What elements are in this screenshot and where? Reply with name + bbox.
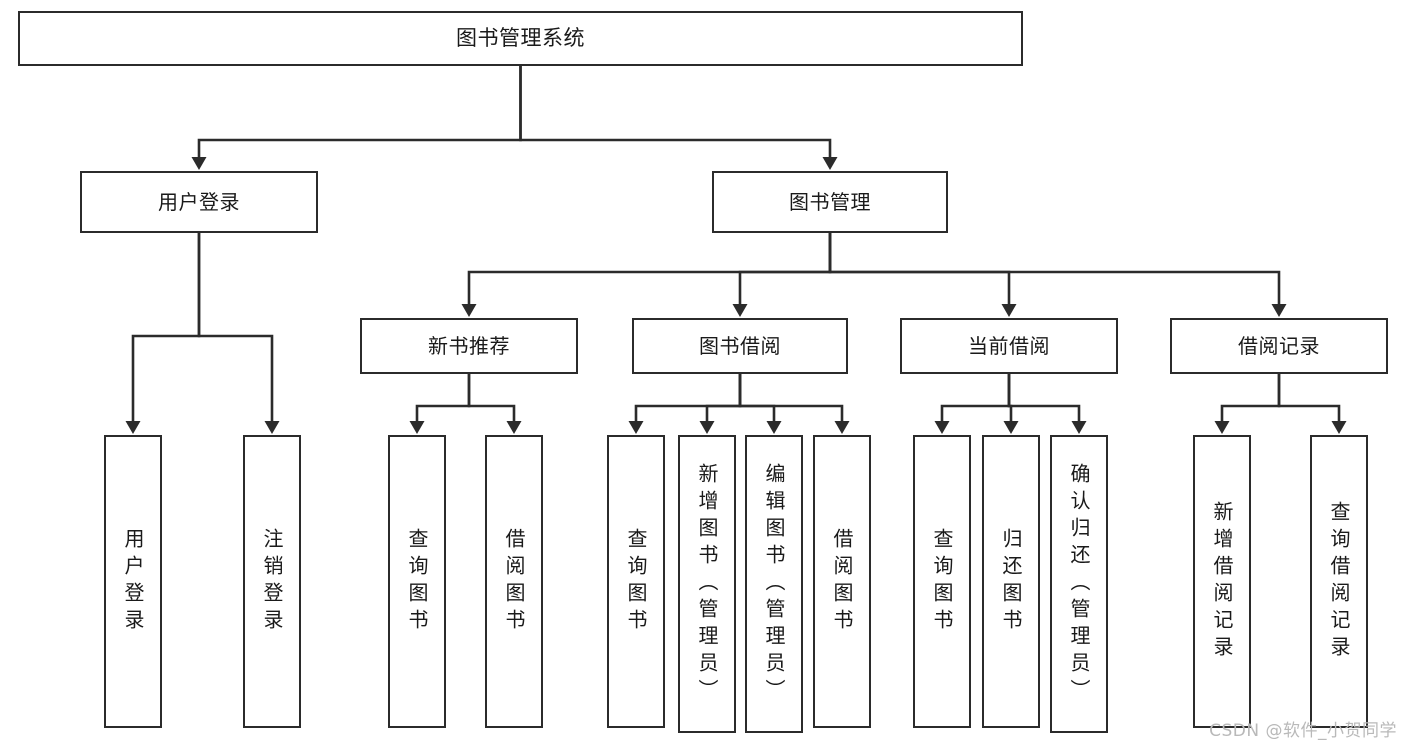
arrowhead-l-addrec [1214,421,1230,434]
connector-bookmgmt-to-borrow [738,233,832,304]
node-label: 查询图书 [930,527,954,636]
connector-borrow-to-l-edit [738,374,776,421]
connector-bookmgmt-to-current [828,233,1011,304]
connector-current-to-l-q3 [940,374,1011,421]
node-label: 新增借阅记录 [1210,500,1234,663]
connector-newbook-to-l-b1 [467,374,516,421]
connector-records-to-l-qrec [1277,374,1341,421]
node-label: 归还图书 [999,527,1023,636]
node-login[interactable]: 用户登录 [80,171,318,233]
arrowhead-l-q2 [628,421,644,434]
arrowhead-l-qrec [1331,421,1347,434]
node-label: 图书借阅 [699,333,781,358]
connector-login-to-l-logout [197,233,274,421]
node-label: 查询图书 [405,527,429,636]
arrowhead-borrow [732,304,748,317]
arrowhead-l-userlogin [125,421,141,434]
connector-bookmgmt-to-newbook [467,233,832,304]
arrowhead-newbook [461,304,477,317]
connector-newbook-to-l-q1 [415,374,471,421]
arrowhead-l-logout [264,421,280,434]
node-label: 注销登录 [260,527,284,636]
node-l-qrec[interactable]: 查询借阅记录 [1310,435,1368,728]
node-label: 查询借阅记录 [1327,500,1351,663]
node-l-logout[interactable]: 注销登录 [243,435,301,728]
node-l-q1[interactable]: 查询图书 [388,435,446,728]
node-label: 当前借阅 [968,333,1050,358]
node-label: 图书管理 [789,189,871,214]
arrowhead-records [1271,304,1287,317]
node-label: 借阅图书 [502,527,526,636]
node-label: 借阅记录 [1238,333,1320,358]
connector-records-to-l-addrec [1220,374,1281,421]
csdn-watermark: CSDN @软件_小贺同学 [1209,721,1397,741]
connector-bookmgmt-to-records [828,233,1281,304]
node-label: 借阅图书 [830,527,854,636]
arrowhead-l-confirm [1071,421,1087,434]
node-label: 新增图书（管理员） [695,462,719,706]
connector-current-to-l-return [1007,374,1013,421]
arrowhead-l-add [699,421,715,434]
node-l-edit[interactable]: 编辑图书（管理员） [745,435,803,733]
node-l-addrec[interactable]: 新增借阅记录 [1193,435,1251,728]
arrowhead-current [1001,304,1017,317]
node-current[interactable]: 当前借阅 [900,318,1118,374]
arrowhead-login [191,157,207,170]
connector-login-to-l-userlogin [131,233,201,421]
connector-current-to-l-confirm [1007,374,1081,421]
arrowhead-l-b1 [506,421,522,434]
arrowhead-l-b2 [834,421,850,434]
arrowhead-l-edit [766,421,782,434]
node-l-return[interactable]: 归还图书 [982,435,1040,728]
node-label: 图书管理系统 [456,26,585,51]
node-l-b1[interactable]: 借阅图书 [485,435,543,728]
node-l-q2[interactable]: 查询图书 [607,435,665,728]
connector-borrow-to-l-add [705,374,742,421]
node-label: 查询图书 [624,527,648,636]
node-label: 用户登录 [121,527,145,636]
node-label: 新书推荐 [428,333,510,358]
node-label: 确认归还（管理员） [1067,462,1091,706]
node-newbook[interactable]: 新书推荐 [360,318,578,374]
arrowhead-bookmgmt [822,157,838,170]
node-l-add[interactable]: 新增图书（管理员） [678,435,736,733]
arrowhead-l-q1 [409,421,425,434]
connector-borrow-to-l-q2 [634,374,742,421]
node-l-q3[interactable]: 查询图书 [913,435,971,728]
connector-root-to-bookmgmt [519,66,832,157]
node-root[interactable]: 图书管理系统 [18,11,1023,66]
node-records[interactable]: 借阅记录 [1170,318,1388,374]
node-l-confirm[interactable]: 确认归还（管理员） [1050,435,1108,733]
connector-root-to-login [197,66,522,157]
node-bookmgmt[interactable]: 图书管理 [712,171,948,233]
connector-borrow-to-l-b2 [738,374,844,421]
arrowhead-l-q3 [934,421,950,434]
node-label: 用户登录 [158,189,240,214]
node-label: 编辑图书（管理员） [762,462,786,706]
node-l-b2[interactable]: 借阅图书 [813,435,871,728]
arrowhead-l-return [1003,421,1019,434]
node-borrow[interactable]: 图书借阅 [632,318,848,374]
node-l-userlogin[interactable]: 用户登录 [104,435,162,728]
